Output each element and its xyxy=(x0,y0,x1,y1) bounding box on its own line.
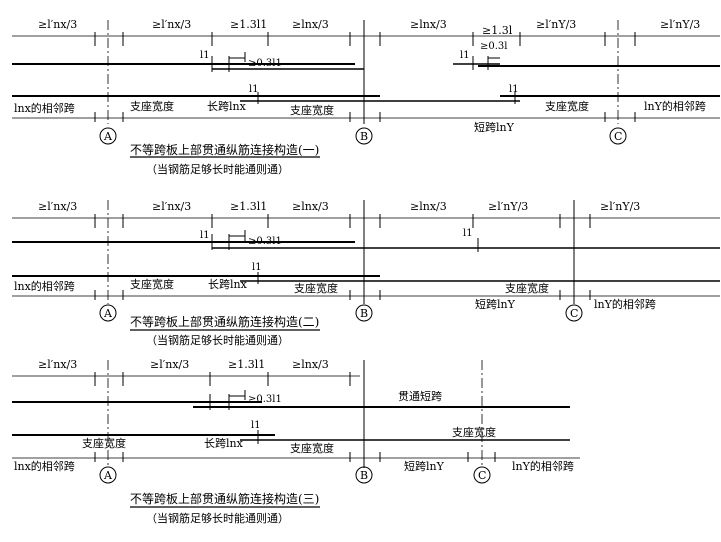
short-span-label: 短跨lnY xyxy=(475,297,516,311)
right-span-label: lnY的相邻跨 xyxy=(644,99,706,113)
dim-label: ≥l′nY/3 xyxy=(488,200,528,213)
long-span-label: 长跨lnx xyxy=(204,437,244,450)
l1-label: l1 xyxy=(251,420,261,431)
axis-circle-a xyxy=(99,466,117,484)
left-span-label: lnx的相邻跨 xyxy=(14,101,75,115)
l1-label: l1 xyxy=(249,84,259,95)
diagram-3 xyxy=(12,360,580,508)
subcaption: （当钢筋足够长时能通则通） xyxy=(146,162,289,176)
caption: 不等跨板上部贯通纵筋连接构造(三) xyxy=(130,491,319,506)
short-span-label: 短跨lnY xyxy=(404,459,445,473)
support-width-label: 支座宽度 xyxy=(545,99,589,113)
dim-label: ≥l′nx/3 xyxy=(152,200,191,213)
l1-label: l1 xyxy=(200,230,210,241)
dim-label: ≥l′nY/3 xyxy=(536,18,576,31)
dim-label: ≥1.3l1 xyxy=(230,200,267,213)
long-span-label: 长跨lnx xyxy=(208,278,248,291)
axis-circle-b xyxy=(355,466,373,484)
right-span-label: lnY的相邻跨 xyxy=(594,297,656,311)
subcaption: （当钢筋足够长时能通则通） xyxy=(146,511,289,525)
axis-circle-c xyxy=(609,127,627,145)
support-width-label: 支座宽度 xyxy=(82,436,126,450)
through-short-label: 贯通短跨 xyxy=(398,389,442,403)
dim-label: ≥lnx/3 xyxy=(292,18,329,31)
diagram-2 xyxy=(12,200,720,331)
l1-label: l1 xyxy=(252,262,262,273)
axis-label-a: A xyxy=(103,307,113,320)
support-width-label: 支座宽度 xyxy=(130,99,174,113)
support-width-label: 支座宽度 xyxy=(452,425,496,439)
left-span-label: lnx的相邻跨 xyxy=(14,459,75,473)
dim-label: ≥l′nY/3 xyxy=(660,18,700,31)
axis-circle-c xyxy=(473,466,491,484)
dim-label: ≥0.3l1 xyxy=(248,394,282,405)
axis-label-c: C xyxy=(614,130,622,143)
left-span-label: lnx的相邻跨 xyxy=(14,279,75,293)
axis-label-b: B xyxy=(360,307,368,320)
dim-label: ≥1.3l xyxy=(482,24,513,37)
support-width-label: 支座宽度 xyxy=(130,277,174,291)
caption: 不等跨板上部贯通纵筋连接构造(二) xyxy=(130,314,319,329)
dim-label: ≥lnx/3 xyxy=(410,18,447,31)
axis-circle-c xyxy=(565,304,583,322)
long-span-label: 长跨lnx xyxy=(207,100,247,113)
dim-label: ≥lnx/3 xyxy=(410,200,447,213)
axis-label-b: B xyxy=(360,130,368,143)
right-span-label: lnY的相邻跨 xyxy=(512,459,574,473)
dim-label: ≥0.3l xyxy=(480,41,507,52)
diagram-1-text: ≥l′nx/3 ≥l′nx/3 ≥1.3l1 ≥lnx/3 ≥lnx/3 ≥1.… xyxy=(14,18,706,176)
axis-circle-b xyxy=(355,304,373,322)
diagram-3-text: ≥l′nx/3 ≥l′nx/3 ≥1.3l1 ≥lnx/3 ≥0.3l1 贯通短… xyxy=(14,358,574,525)
support-width-label: 支座宽度 xyxy=(294,281,338,295)
dim-label: ≥1.3l1 xyxy=(230,18,267,31)
short-span-label: 短跨lnY xyxy=(474,120,515,134)
dim-label: ≥0.3l1 xyxy=(248,58,282,69)
l1-label: l1 xyxy=(509,84,519,95)
axis-label-a: A xyxy=(103,469,113,482)
l1-label: l1 xyxy=(460,50,470,61)
support-width-label: 支座宽度 xyxy=(505,281,549,295)
diagram-2-text: ≥l′nx/3 ≥l′nx/3 ≥1.3l1 ≥lnx/3 ≥lnx/3 ≥l′… xyxy=(14,200,656,347)
axis-label-c: C xyxy=(570,307,578,320)
support-width-label: 支座宽度 xyxy=(290,103,334,117)
dim-label: ≥l′nx/3 xyxy=(152,18,191,31)
axis-circle-a xyxy=(99,304,117,322)
axis-circle-b xyxy=(355,127,373,145)
dim-label: ≥0.3l1 xyxy=(248,236,282,247)
l1-label: l1 xyxy=(463,228,473,239)
dim-label: ≥l′nx/3 xyxy=(150,358,189,371)
axis-label-c: C xyxy=(478,469,486,482)
dim-label: ≥l′nY/3 xyxy=(600,200,640,213)
support-width-label: 支座宽度 xyxy=(290,441,334,455)
diagram-1 xyxy=(12,20,720,158)
dim-label: ≥1.3l1 xyxy=(228,358,265,371)
axis-circle-a xyxy=(99,127,117,145)
axis-label-a: A xyxy=(103,130,113,143)
l1-label: l1 xyxy=(200,50,210,61)
dim-label: ≥l′nx/3 xyxy=(38,18,77,31)
dim-label: ≥lnx/3 xyxy=(292,200,329,213)
caption: 不等跨板上部贯通纵筋连接构造(一) xyxy=(130,142,319,157)
axis-label-b: B xyxy=(360,469,368,482)
dim-label: ≥l′nx/3 xyxy=(38,358,77,371)
subcaption: （当钢筋足够长时能通则通） xyxy=(146,333,289,347)
dim-label: ≥lnx/3 xyxy=(292,358,329,371)
dim-label: ≥l′nx/3 xyxy=(38,200,77,213)
